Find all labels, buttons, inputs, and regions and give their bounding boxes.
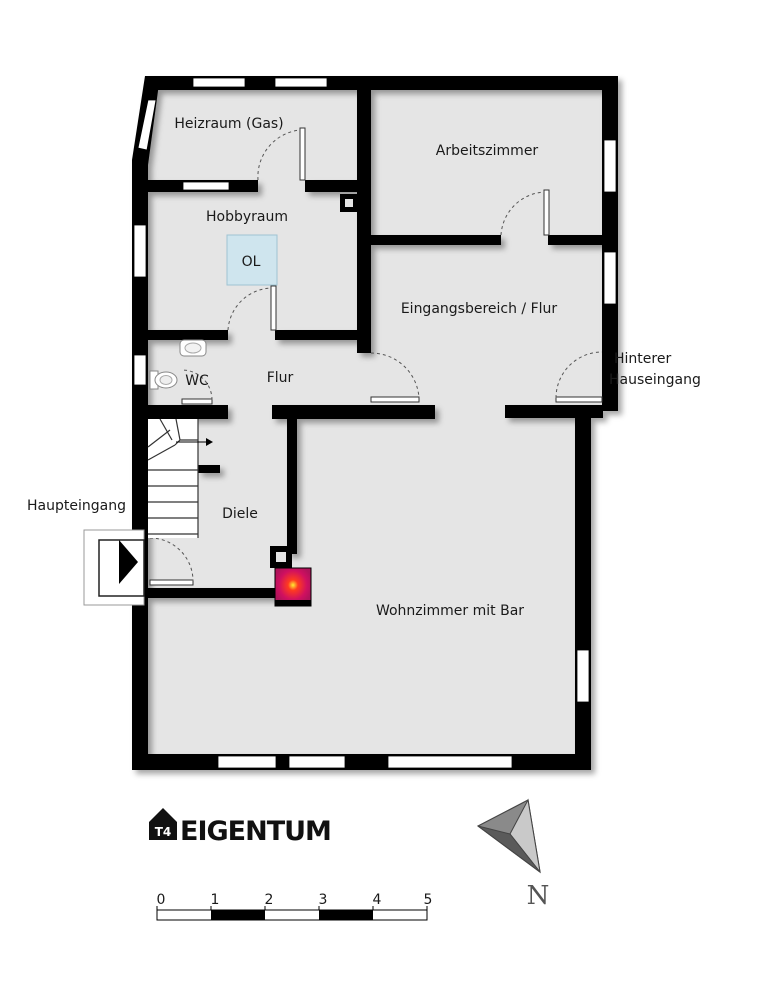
wc-fixtures <box>149 339 207 390</box>
stair-direction-arrow <box>176 438 213 446</box>
scale-tick-0: 0 <box>157 892 166 908</box>
entrance-arrow-icon <box>119 540 138 584</box>
label-wohnzimmer: Wohnzimmer mit Bar <box>376 603 524 619</box>
label-arbeitszimmer: Arbeitszimmer <box>436 143 539 159</box>
label-wc: WC <box>185 373 209 389</box>
sink-icon <box>179 339 207 357</box>
logo-text: EIGENTUM <box>180 816 331 847</box>
compass-label: N <box>527 881 550 911</box>
windows <box>133 77 617 769</box>
door-arbeitszimmer <box>500 189 550 236</box>
toilet-icon <box>149 370 178 390</box>
company-logo: T4 EIGENTUM <box>149 808 332 847</box>
door-wc <box>181 369 213 405</box>
label-heizraum: Heizraum (Gas) <box>174 116 283 132</box>
t4-logo-icon: T4 <box>149 808 177 840</box>
door-hobbyraum <box>227 285 277 331</box>
scale-tick-4: 4 <box>373 892 382 908</box>
label-hauseingang: Hauseingang <box>609 372 701 388</box>
fireplace <box>274 567 312 607</box>
label-flur: Flur <box>267 370 294 386</box>
logo-badge: T4 <box>155 825 172 839</box>
door-haupteingang <box>149 537 194 586</box>
scale-bar: 0 1 2 3 4 5 <box>156 892 433 921</box>
label-ol: OL <box>242 254 261 270</box>
label-hobbyraum: Hobbyraum <box>206 209 288 225</box>
scale-tick-5: 5 <box>424 892 433 908</box>
main-entrance-marker <box>83 529 145 606</box>
door-eingangsbereich <box>370 352 420 403</box>
label-hinterer: Hinterer <box>614 351 671 367</box>
pillars <box>270 194 358 568</box>
scale-tick-3: 3 <box>319 892 328 908</box>
doors <box>149 127 603 586</box>
scale-tick-1: 1 <box>211 892 220 908</box>
north-compass: N <box>476 798 550 911</box>
door-heizraum <box>257 127 306 181</box>
compass-arrow-icon <box>476 798 541 874</box>
label-diele: Diele <box>222 506 258 522</box>
label-eingangsbereich: Eingangsbereich / Flur <box>401 301 558 317</box>
door-hinterer-hauseingang <box>555 351 603 403</box>
label-haupteingang: Haupteingang <box>27 498 126 514</box>
skylight <box>226 234 278 286</box>
room-labels: Heizraum (Gas) Arbeitszimmer Hobbyraum O… <box>27 116 701 619</box>
staircase <box>147 418 213 538</box>
scale-tick-2: 2 <box>265 892 274 908</box>
